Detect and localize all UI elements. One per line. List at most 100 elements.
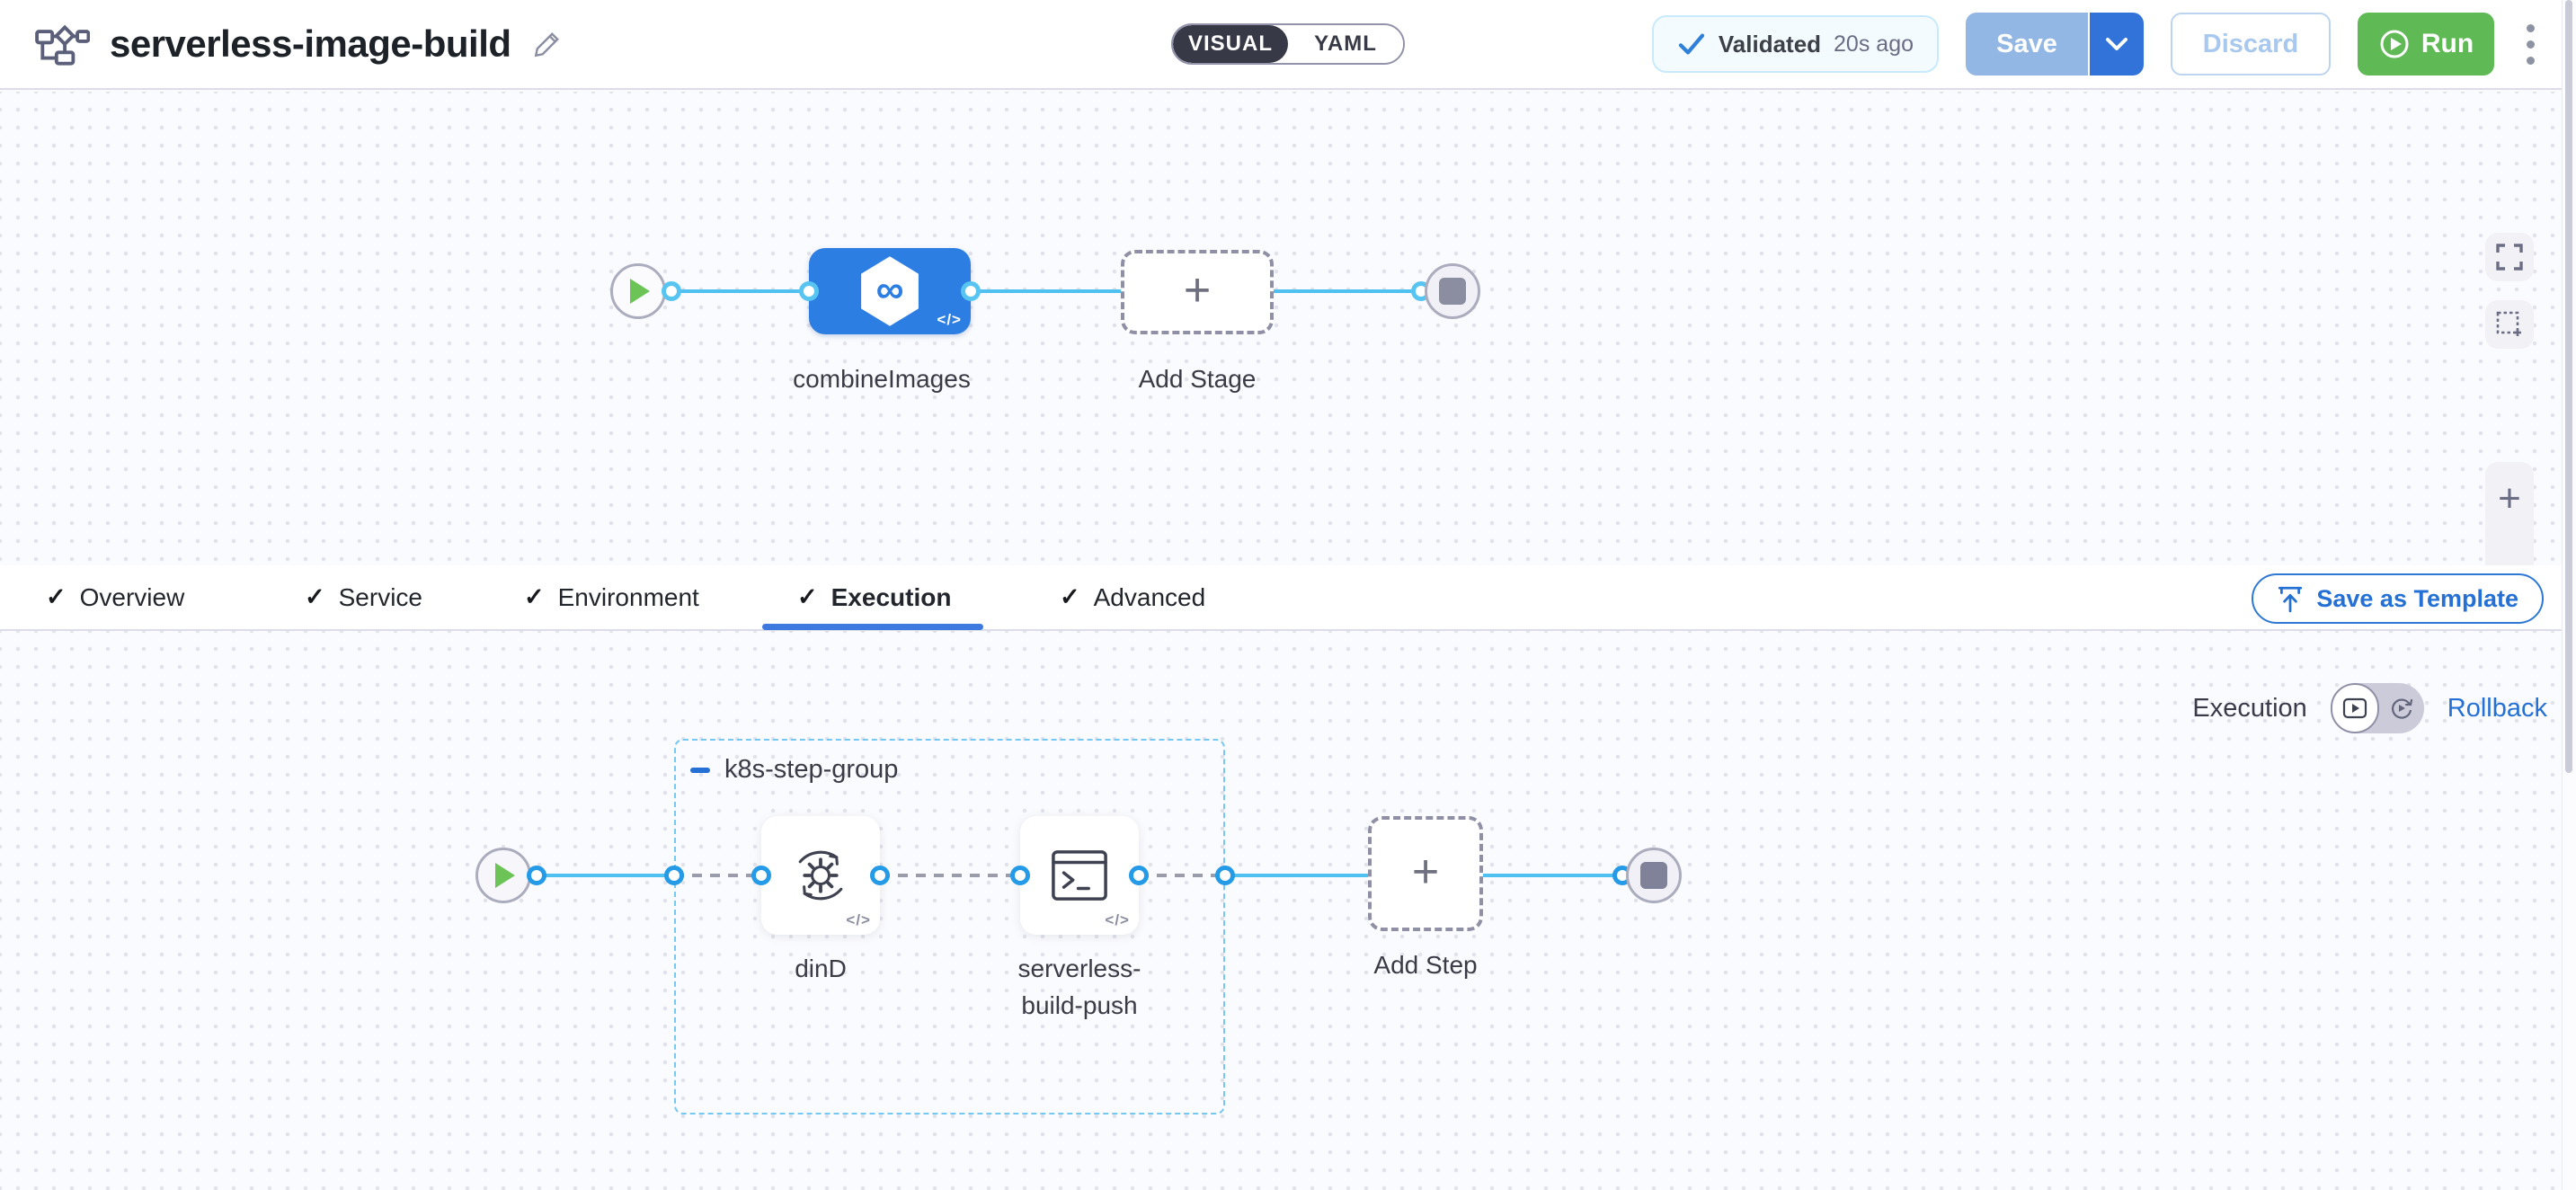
execution-canvas[interactable]: Execution Rollback bbox=[0, 631, 2576, 1190]
check-icon bbox=[1678, 33, 1705, 55]
stop-icon bbox=[1439, 278, 1466, 305]
validated-label: Validated bbox=[1718, 30, 1822, 58]
step-label: serverless-build-push bbox=[1017, 955, 1141, 1019]
add-step-label[interactable]: Add Step bbox=[1373, 951, 1478, 979]
connector-port[interactable] bbox=[799, 281, 819, 301]
vertical-scrollbar[interactable] bbox=[2562, 0, 2576, 1190]
edit-title-button[interactable] bbox=[531, 28, 564, 60]
fullscreen-button[interactable] bbox=[2485, 233, 2534, 281]
connector-edge bbox=[537, 874, 674, 877]
rollback-mode-segment[interactable] bbox=[2379, 683, 2424, 733]
run-label: Run bbox=[2421, 29, 2474, 58]
connector-edge-dashed bbox=[674, 874, 761, 877]
ci-stage-icon: ∞ bbox=[861, 256, 919, 326]
code-icon[interactable]: </> bbox=[1105, 911, 1130, 928]
step-label: dinD bbox=[795, 955, 847, 982]
docker-dind-icon bbox=[798, 850, 843, 901]
add-stage-label[interactable]: Add Stage bbox=[1138, 365, 1257, 393]
tab-advanced[interactable]: ✓ Advanced bbox=[1060, 565, 1205, 629]
code-icon[interactable]: </> bbox=[846, 911, 871, 928]
check-icon: ✓ bbox=[46, 583, 67, 610]
zoom-in-button[interactable]: + bbox=[2498, 475, 2521, 520]
pipeline-end-node bbox=[1425, 263, 1480, 319]
code-icon[interactable]: </> bbox=[937, 311, 962, 328]
tab-environment[interactable]: ✓ Environment bbox=[524, 565, 699, 629]
stage-combineimages[interactable]: ∞ </> bbox=[809, 248, 971, 334]
terminal-icon bbox=[1052, 850, 1107, 901]
connector-port[interactable] bbox=[1010, 866, 1030, 885]
execution-start-node bbox=[475, 848, 531, 903]
header-actions: Validated 20s ago Save Discard Run bbox=[1651, 0, 2540, 88]
svg-text:∞: ∞ bbox=[876, 269, 904, 312]
step-dind[interactable]: </> bbox=[761, 816, 880, 935]
stop-icon bbox=[1640, 862, 1667, 889]
connector-port[interactable] bbox=[1129, 866, 1149, 885]
chevron-down-icon bbox=[2106, 38, 2127, 50]
validated-time: 20s ago bbox=[1834, 31, 1914, 57]
active-tab-underline bbox=[762, 624, 983, 630]
execution-mode-segment[interactable] bbox=[2330, 683, 2379, 733]
check-icon: ✓ bbox=[1060, 583, 1080, 610]
step-group-box[interactable] bbox=[674, 739, 1225, 1115]
save-split-button: Save bbox=[1966, 13, 2144, 75]
save-options-button[interactable] bbox=[2088, 13, 2144, 75]
check-icon: ✓ bbox=[797, 583, 818, 610]
tab-execution[interactable]: ✓ Execution bbox=[797, 565, 951, 629]
pipeline-icon bbox=[34, 21, 90, 67]
select-area-button[interactable] bbox=[2485, 300, 2534, 349]
save-button[interactable]: Save bbox=[1966, 13, 2088, 75]
step-group-header[interactable]: k8s-step-group bbox=[690, 755, 898, 785]
add-step-button[interactable]: + bbox=[1368, 816, 1483, 931]
fullscreen-icon bbox=[2496, 244, 2523, 271]
connector-edge-dashed bbox=[880, 874, 1020, 877]
execution-end-node bbox=[1626, 848, 1682, 903]
connector-edge bbox=[1483, 874, 1622, 877]
save-as-template-button[interactable]: Save as Template bbox=[2252, 573, 2544, 624]
step-serverless-build-push[interactable]: </> bbox=[1020, 816, 1139, 935]
tab-service[interactable]: ✓ Service bbox=[305, 565, 422, 629]
play-icon bbox=[630, 279, 650, 304]
scrollbar-thumb[interactable] bbox=[2565, 0, 2572, 773]
save-as-template-label: Save as Template bbox=[2316, 584, 2518, 612]
more-options-button[interactable] bbox=[2521, 19, 2540, 70]
connector-port[interactable] bbox=[870, 866, 890, 885]
page-title: serverless-image-build bbox=[110, 22, 511, 65]
stage-label: combineImages bbox=[793, 365, 971, 393]
plus-icon: + bbox=[1411, 846, 1440, 898]
connector-edge bbox=[1274, 289, 1421, 293]
connector-edge bbox=[971, 289, 1121, 293]
connector-port[interactable] bbox=[527, 866, 546, 885]
connector-edge bbox=[1225, 874, 1368, 877]
stage-canvas[interactable]: ∞ </> + combineImages Add Stage bbox=[0, 92, 2576, 608]
run-button[interactable]: Run bbox=[2358, 13, 2494, 75]
pipeline-start-node bbox=[610, 263, 666, 319]
connector-port[interactable] bbox=[961, 281, 981, 301]
collapse-group-icon[interactable] bbox=[690, 767, 710, 773]
connector-port[interactable] bbox=[1215, 866, 1235, 885]
visual-yaml-toggle: VISUAL YAML bbox=[1171, 23, 1405, 65]
toggle-yaml[interactable]: YAML bbox=[1288, 25, 1403, 63]
rollback-link[interactable]: Rollback bbox=[2447, 693, 2547, 723]
check-icon: ✓ bbox=[305, 583, 325, 610]
connector-edge bbox=[671, 289, 809, 293]
add-stage-button[interactable]: + bbox=[1121, 250, 1274, 334]
run-play-icon bbox=[2380, 30, 2409, 58]
upload-template-icon bbox=[2278, 586, 2303, 613]
plus-icon: + bbox=[1183, 264, 1212, 316]
execution-rollback-toggle[interactable] bbox=[2330, 683, 2424, 733]
connector-port[interactable] bbox=[751, 866, 771, 885]
play-icon bbox=[495, 863, 515, 888]
marquee-select-icon bbox=[2496, 311, 2521, 336]
execution-mode-label: Execution bbox=[2192, 693, 2307, 723]
tab-overview[interactable]: ✓ Overview bbox=[46, 565, 184, 629]
validated-badge[interactable]: Validated 20s ago bbox=[1651, 15, 1939, 73]
check-icon: ✓ bbox=[524, 583, 545, 610]
connector-edge-dashed bbox=[1139, 874, 1225, 877]
step-group-name: k8s-step-group bbox=[724, 755, 899, 784]
connector-port[interactable] bbox=[662, 281, 681, 301]
connector-port[interactable] bbox=[664, 866, 684, 885]
rollback-mode-icon bbox=[2391, 698, 2412, 719]
discard-button[interactable]: Discard bbox=[2171, 13, 2331, 75]
toggle-visual[interactable]: VISUAL bbox=[1173, 25, 1288, 63]
